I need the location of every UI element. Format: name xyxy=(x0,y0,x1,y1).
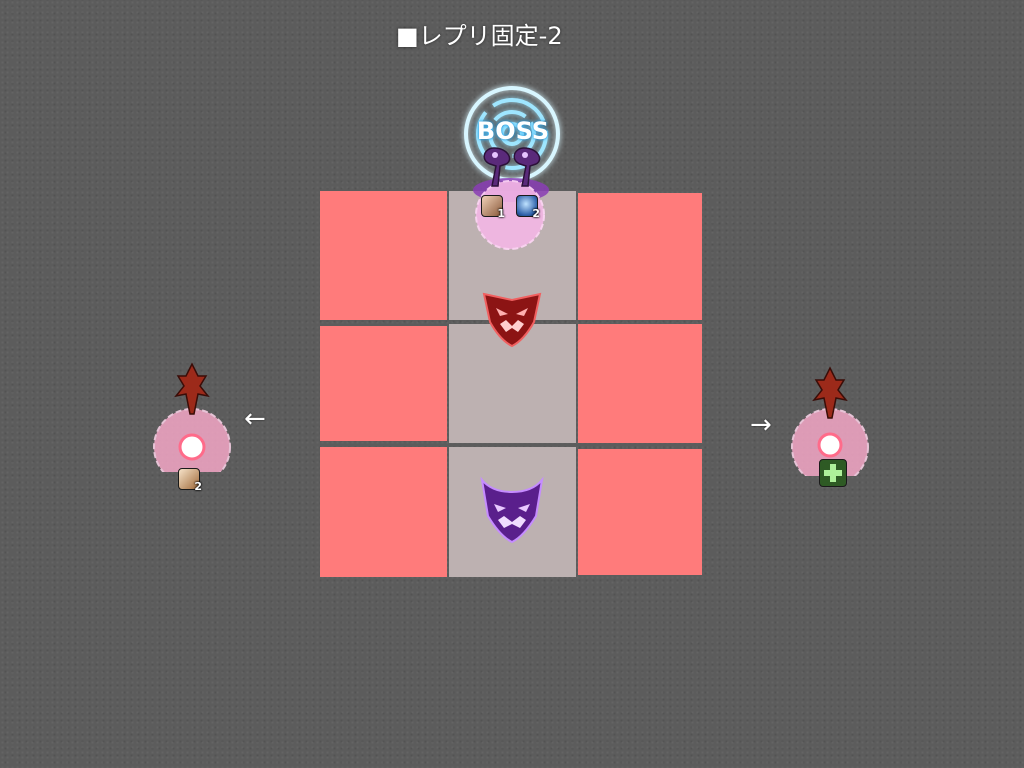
tile-danger-mid-right xyxy=(578,324,702,443)
purple-demon-head-marker xyxy=(480,476,544,544)
tile-danger-top-right xyxy=(578,193,702,320)
page-title: ■レプリ固定-2 xyxy=(396,22,563,50)
status-count: 2 xyxy=(532,207,540,220)
top-player-marker-icon xyxy=(473,147,549,250)
shield-debuff-icon: 2 xyxy=(516,195,540,220)
tile-danger-top-left xyxy=(320,191,447,320)
right-arrow: → xyxy=(750,410,772,440)
boss-label: BOSS xyxy=(476,117,550,145)
tile-danger-bottom-left xyxy=(320,447,447,577)
green-cross-glyph-icon xyxy=(824,464,842,482)
bandage-debuff-icon: 1 xyxy=(481,195,505,220)
tile-danger-bottom-right xyxy=(578,449,702,575)
red-demon-head-marker xyxy=(482,292,542,348)
tile-danger-mid-left xyxy=(320,326,447,441)
right-player-marker-icon xyxy=(791,366,869,476)
left-arrow: ← xyxy=(244,404,266,434)
status-count: 2 xyxy=(194,480,202,493)
status-count: 1 xyxy=(497,207,505,220)
arrows-debuff-icon: 2 xyxy=(178,468,202,493)
green-cross-icon xyxy=(819,459,847,487)
left-player-marker-icon xyxy=(153,362,231,472)
